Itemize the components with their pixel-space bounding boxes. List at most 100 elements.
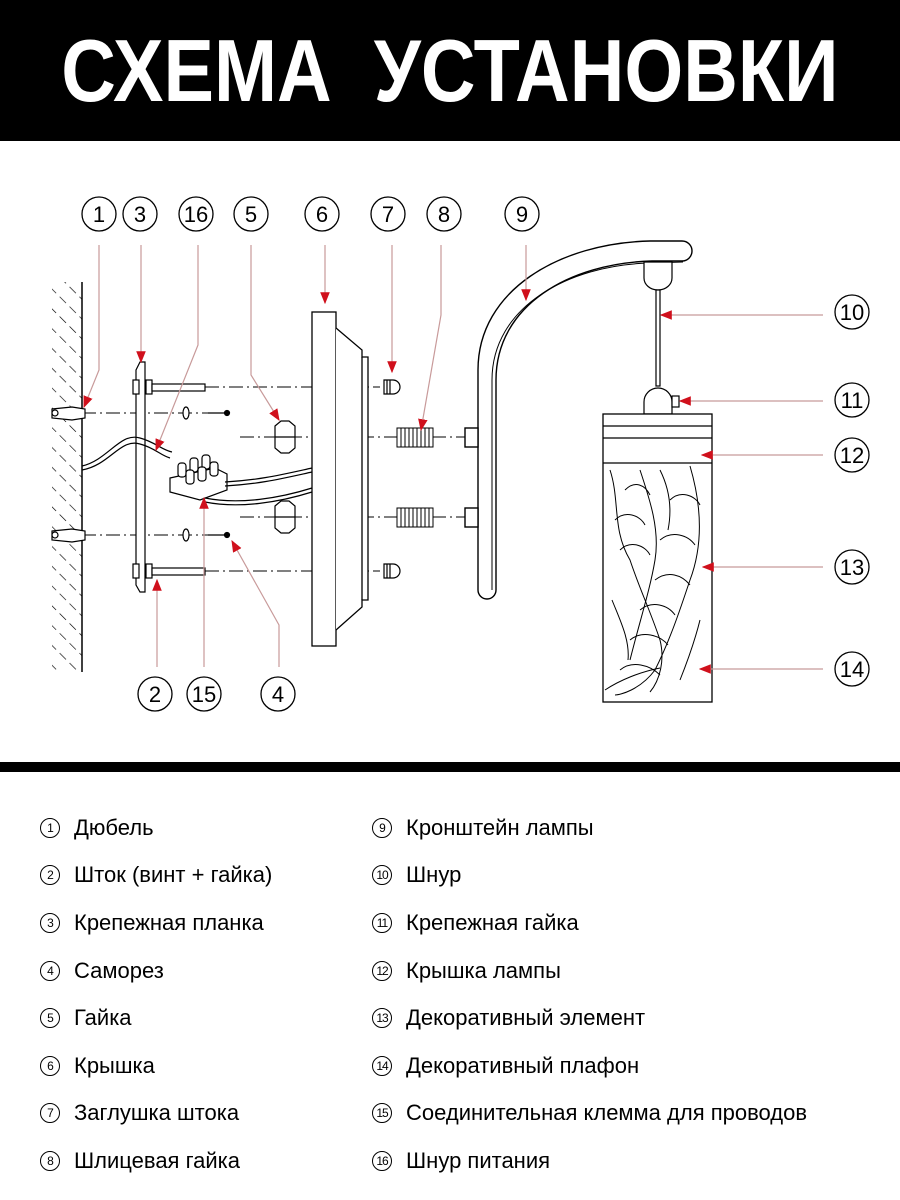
legend-number: 3 <box>40 912 60 933</box>
legend-number: 2 <box>40 865 60 886</box>
svg-text:4: 4 <box>272 682 284 707</box>
lamp-bracket <box>464 240 693 600</box>
svg-text:15: 15 <box>192 682 216 707</box>
legend-text: Шнур питания <box>406 1147 551 1173</box>
legend-text: Крышка <box>74 1052 155 1078</box>
lamp-shade <box>602 413 713 703</box>
legend-number: 7 <box>40 1103 60 1124</box>
callout-16: 16 <box>178 196 214 232</box>
legend-number: 14 <box>372 1055 392 1076</box>
callout-4: 4 <box>260 676 296 712</box>
legend-number: 4 <box>40 960 60 981</box>
legend-item: 3 Крепежная планка <box>40 899 272 947</box>
legend-text: Декоративный элемент <box>406 1005 646 1031</box>
legend-number: 16 <box>372 1150 392 1171</box>
callout-1: 1 <box>81 196 117 232</box>
legend-number: 1 <box>40 817 60 838</box>
legend-item: 14 Декоративный плафон <box>372 1042 807 1090</box>
legend-text: Шток (винт + гайка) <box>74 862 273 888</box>
svg-text:8: 8 <box>438 202 450 227</box>
legend-number: 8 <box>40 1150 60 1171</box>
legend-text: Крышка лампы <box>406 957 561 983</box>
legend-text: Декоративный плафон <box>406 1052 640 1078</box>
legend-text: Заглушка штока <box>74 1100 240 1126</box>
callout-5: 5 <box>233 196 269 232</box>
svg-text:7: 7 <box>382 202 394 227</box>
legend-number: 6 <box>40 1055 60 1076</box>
legend-item: 15 Соединительная клемма для проводов <box>372 1090 807 1138</box>
svg-text:9: 9 <box>516 202 528 227</box>
legend-item: 13 Декоративный элемент <box>372 994 807 1042</box>
legend-item: 8 Шлицевая гайка <box>40 1137 272 1185</box>
callout-8: 8 <box>426 196 462 232</box>
leader-5 <box>250 245 280 422</box>
rod-caps <box>383 379 401 579</box>
svg-text:2: 2 <box>149 682 161 707</box>
terminal-block <box>169 454 313 506</box>
legend-item: 5 Гайка <box>40 994 272 1042</box>
svg-text:14: 14 <box>840 657 864 682</box>
legend-text: Шлицевая гайка <box>74 1147 240 1173</box>
legend-item: 4 Саморез <box>40 947 272 995</box>
callout-7: 7 <box>370 196 406 232</box>
legend-item: 16 Шнур питания <box>372 1137 807 1185</box>
callout-labels: 1 3 16 5 6 7 8 9 10 11 12 13 14 2 15 4 <box>81 196 870 712</box>
svg-text:10: 10 <box>840 300 864 325</box>
svg-text:3: 3 <box>134 202 146 227</box>
legend-item: 6 Крышка <box>40 1042 272 1090</box>
legend-number: 11 <box>372 912 392 933</box>
slotted-nuts <box>396 427 434 528</box>
legend-text: Шнур <box>406 862 462 888</box>
legend-column-left: 1 Дюбель 2 Шток (винт + гайка) 3 Крепежная … <box>40 804 272 1185</box>
nuts <box>274 420 296 534</box>
svg-text:16: 16 <box>184 202 208 227</box>
callout-3: 3 <box>122 196 158 232</box>
callout-11: 11 <box>834 382 870 418</box>
header-banner: СХЕМА УСТАНОВКИ <box>0 0 900 141</box>
leader-lines <box>83 245 823 674</box>
legend-number: 5 <box>40 1008 60 1029</box>
legend-number: 10 <box>372 865 392 886</box>
legend-item: 1 Дюбель <box>40 804 272 852</box>
legend-text: Соединительная клемма для проводов <box>406 1100 808 1126</box>
callout-2: 2 <box>137 676 173 712</box>
legend-text: Дюбель <box>74 814 154 840</box>
legend-text: Саморез <box>74 957 164 983</box>
leader-8 <box>418 245 442 432</box>
screws <box>182 406 231 542</box>
callout-9: 9 <box>504 196 540 232</box>
svg-text:12: 12 <box>840 443 864 468</box>
legend-number: 13 <box>372 1008 392 1029</box>
callout-6: 6 <box>304 196 340 232</box>
legend-item: 9 Кронштейн лампы <box>372 804 807 852</box>
legend-text: Кронштейн лампы <box>406 814 594 840</box>
legend-number: 15 <box>372 1103 392 1124</box>
cover <box>311 311 369 647</box>
page-title: СХЕМА УСТАНОВКИ <box>61 20 839 120</box>
dowel-upper <box>51 406 86 421</box>
legend-item: 10 Шнур <box>372 852 807 900</box>
legend-item: 2 Шток (винт + гайка) <box>40 852 272 900</box>
legend-text: Гайка <box>74 1005 132 1031</box>
wall <box>52 282 83 672</box>
callout-15: 15 <box>186 676 222 712</box>
svg-text:6: 6 <box>316 202 328 227</box>
power-cord <box>81 436 173 471</box>
svg-text:13: 13 <box>840 555 864 580</box>
decorative-pattern <box>604 465 701 696</box>
legend-number: 9 <box>372 817 392 838</box>
svg-text:1: 1 <box>93 202 105 227</box>
callout-12: 12 <box>834 437 870 473</box>
svg-text:5: 5 <box>245 202 257 227</box>
callout-14: 14 <box>834 651 870 687</box>
callout-10: 10 <box>834 294 870 330</box>
callout-13: 13 <box>834 549 870 585</box>
leader-16 <box>155 245 199 452</box>
lamp-cord <box>643 261 680 415</box>
legend-item: 7 Заглушка штока <box>40 1090 272 1138</box>
dowel-lower <box>51 528 86 543</box>
leader-1 <box>83 245 100 409</box>
legend-text: Крепежная планка <box>74 909 264 935</box>
